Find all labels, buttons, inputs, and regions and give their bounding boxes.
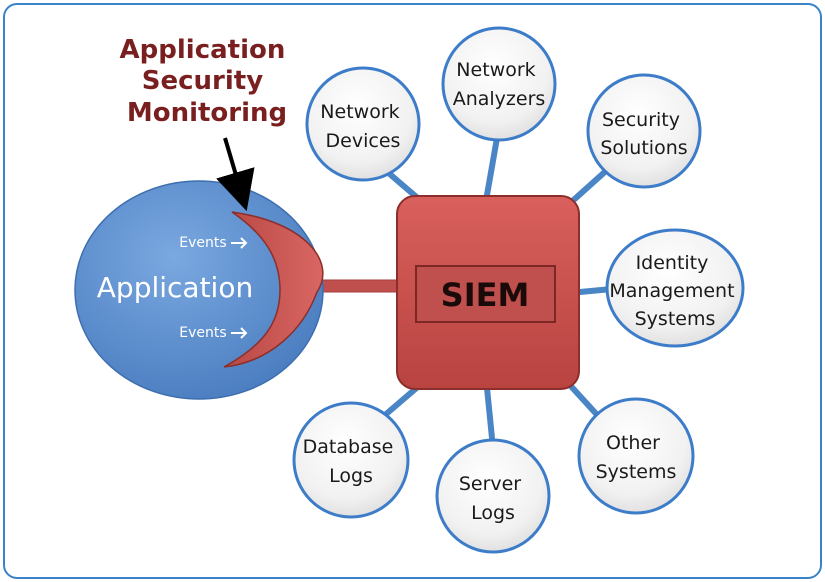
connector-network-analyzers [484, 135, 500, 198]
source-other-systems[interactable]: Other Systems [577, 397, 695, 515]
source-label: Network Analyzers [453, 59, 546, 110]
source-label: Security Solutions [600, 109, 687, 159]
source-label: Database Logs [303, 436, 400, 487]
connectors [382, 135, 615, 441]
connector-security-solutions [565, 167, 610, 208]
connector-database-logs [382, 382, 423, 418]
connector-server-logs [484, 385, 495, 441]
source-server-logs[interactable]: Server Logs [435, 438, 551, 554]
monitoring-crescent [223, 211, 324, 368]
events-label-top: Events [179, 235, 226, 251]
events-arrow-icon [231, 237, 248, 339]
source-label: Server Logs [459, 473, 527, 524]
events-label-bottom: Events [179, 325, 226, 341]
diagram-title: Application Security Monitoring [120, 35, 295, 128]
source-label: Other Systems [596, 432, 677, 483]
connector-other-systems [565, 380, 603, 421]
source-label: Identity Management Systems [609, 252, 740, 330]
source-label: Network Devices [320, 101, 405, 152]
application-label: Application [97, 271, 253, 304]
siem-label: SIEM [441, 276, 530, 314]
source-network-devices[interactable]: Network Devices [305, 66, 421, 182]
title-arrow-icon [216, 137, 255, 212]
connector-network-devices [382, 167, 423, 203]
siem-label-box [415, 265, 556, 323]
source-network-analyzers[interactable]: Network Analyzers [441, 26, 557, 142]
source-database-logs[interactable]: Database Logs [292, 401, 410, 519]
source-identity-management-systems[interactable]: Identity Management Systems [605, 228, 745, 348]
source-security-solutions[interactable]: Security Solutions [586, 73, 702, 189]
